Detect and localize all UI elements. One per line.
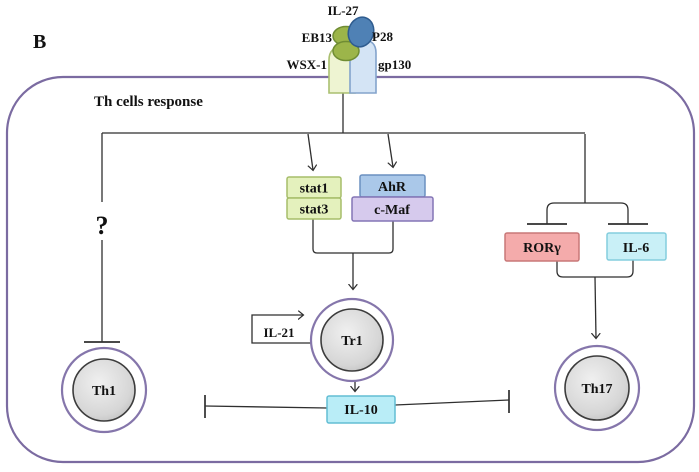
wsx1-label: WSX-1 (287, 57, 327, 72)
il21-feedback-loop (251, 315, 311, 344)
right-split-bracket (546, 202, 629, 224)
il10-label: IL-10 (344, 403, 377, 418)
p28-subunit-shape (347, 16, 375, 48)
arrow-to-ahr-box (387, 133, 393, 167)
th1-label: Th1 (92, 384, 116, 399)
th17-label: Th17 (581, 382, 612, 397)
il10-left-line (204, 405, 328, 409)
stat3-label: stat3 (300, 203, 329, 218)
cmaf-box (351, 196, 434, 222)
arrow-to-stat-box (307, 133, 313, 170)
th17-cell-body (564, 355, 630, 421)
arrow-to-th17 (595, 276, 596, 338)
panel-label: B (33, 31, 46, 53)
unknown-mediator-label: ? (96, 211, 109, 240)
ebi3-subunit-shape-lower (332, 40, 360, 62)
il6-box (606, 232, 667, 261)
tr1-label: Tr1 (341, 334, 363, 349)
il10-box (326, 395, 396, 424)
diagram-title: Th cells response (94, 94, 203, 110)
ebi3-label: EB13 (302, 30, 333, 45)
ahr-label: AhR (378, 180, 407, 195)
rorgamma-box (504, 232, 580, 262)
stat3-box (286, 197, 342, 220)
stat1-label: stat1 (300, 182, 329, 197)
rorgamma-label: RORγ (523, 241, 561, 256)
gp130-label: gp130 (378, 57, 411, 72)
cmaf-label: c-Maf (374, 203, 410, 218)
il6-label: IL-6 (623, 241, 649, 256)
tr1-cell-body (320, 308, 384, 372)
th1-cell-body (72, 358, 136, 422)
il21-label: IL-21 (263, 325, 294, 340)
il10-right-line (394, 399, 510, 406)
p28-label: P28 (372, 29, 393, 44)
il27-label: IL-27 (327, 3, 359, 18)
